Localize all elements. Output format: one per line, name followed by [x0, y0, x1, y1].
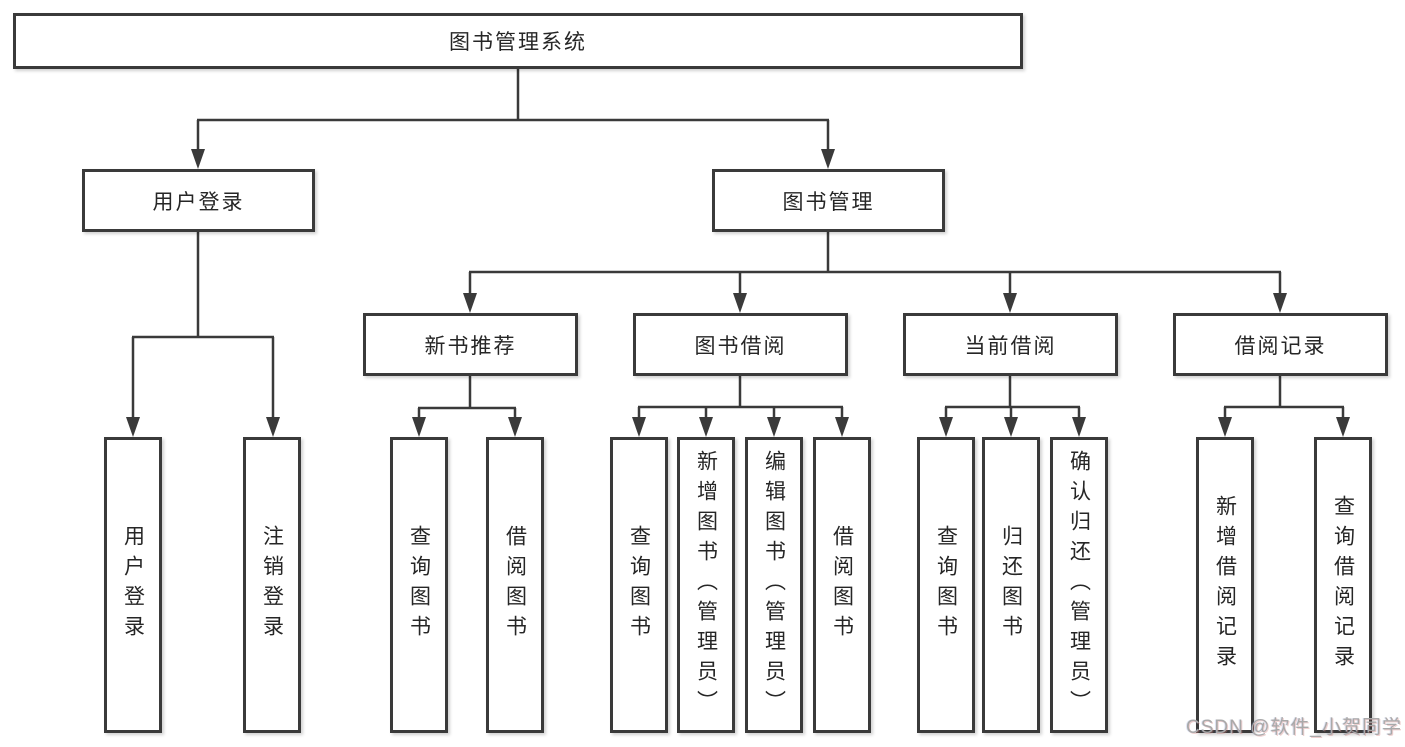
node-label: 查询图书	[934, 525, 958, 645]
leaf-user-login: 用户登录	[104, 437, 162, 733]
node-label: 归还图书	[999, 525, 1023, 645]
arrowhead	[1003, 293, 1017, 313]
arrowhead	[1218, 417, 1232, 437]
arrowhead	[835, 417, 849, 437]
node-label: 注销登录	[260, 525, 284, 645]
arrowhead	[1004, 417, 1018, 437]
leaf-query-books-3: 查询图书	[917, 437, 975, 733]
connector-new-book	[417, 376, 517, 420]
leaf-edit-book-admin: 编辑图书（管理员）	[745, 437, 803, 733]
leaf-logout: 注销登录	[243, 437, 301, 733]
node-label: 查询图书	[407, 525, 431, 645]
node-label: 查询借阅记录	[1331, 495, 1355, 675]
node-label: 用户登录	[152, 190, 245, 214]
leaf-query-borrow-record: 查询借阅记录	[1314, 437, 1372, 733]
arrowhead	[126, 417, 140, 437]
node-label: 图书管理	[782, 190, 875, 214]
leaf-add-borrow-record: 新增借阅记录	[1196, 437, 1254, 733]
node-label: 借阅图书	[830, 525, 854, 645]
node-borrow-records: 借阅记录	[1173, 313, 1388, 376]
arrowhead	[767, 417, 781, 437]
node-label: 新书推荐	[424, 334, 517, 358]
node-label: 确认归还（管理员）	[1067, 450, 1091, 720]
arrowhead	[1072, 417, 1086, 437]
leaf-return-book: 归还图书	[982, 437, 1040, 733]
node-root-system: 图书管理系统	[13, 13, 1023, 69]
arrowhead	[699, 417, 713, 437]
arrowhead	[821, 149, 835, 169]
arrowhead	[1336, 417, 1350, 437]
arrowhead	[508, 417, 522, 437]
leaf-confirm-return-admin: 确认归还（管理员）	[1050, 437, 1108, 733]
node-label: 当前借阅	[964, 334, 1057, 358]
leaf-borrow-book: 借阅图书	[486, 437, 544, 733]
node-label: 借阅图书	[503, 525, 527, 645]
connector-borrow-records	[1223, 376, 1345, 420]
arrowhead	[463, 293, 477, 313]
leaf-borrow-book-2: 借阅图书	[813, 437, 871, 733]
connector-current-borrow	[944, 376, 1081, 420]
node-user-login: 用户登录	[82, 169, 315, 232]
node-label: 用户登录	[121, 525, 145, 645]
leaf-query-books-2: 查询图书	[610, 437, 668, 733]
node-label: 图书管理系统	[449, 31, 587, 54]
arrowhead	[266, 417, 280, 437]
arrowheads	[126, 149, 1350, 437]
arrowhead	[412, 417, 426, 437]
node-label: 查询图书	[627, 525, 651, 645]
node-book-management: 图书管理	[712, 169, 945, 232]
arrowhead	[632, 417, 646, 437]
node-label: 新增图书（管理员）	[694, 450, 718, 720]
node-current-borrow: 当前借阅	[903, 313, 1118, 376]
arrowhead	[733, 293, 747, 313]
connector-book-borrow	[637, 376, 844, 420]
leaf-query-books: 查询图书	[390, 437, 448, 733]
arrowhead	[939, 417, 953, 437]
node-new-book-recommend: 新书推荐	[363, 313, 578, 376]
connector-user-login	[131, 232, 275, 420]
connector-book-management	[468, 232, 1282, 296]
node-label: 借阅记录	[1234, 334, 1327, 358]
arrowhead	[191, 149, 205, 169]
node-label: 新增借阅记录	[1213, 495, 1237, 675]
connector-root	[196, 69, 830, 152]
node-label: 编辑图书（管理员）	[762, 450, 786, 720]
arrowhead	[1273, 293, 1287, 313]
node-book-borrow: 图书借阅	[633, 313, 848, 376]
csdn-watermark: CSDN @软件_小贺同学	[1186, 717, 1402, 738]
node-label: 图书借阅	[694, 334, 787, 358]
leaf-add-book-admin: 新增图书（管理员）	[677, 437, 735, 733]
